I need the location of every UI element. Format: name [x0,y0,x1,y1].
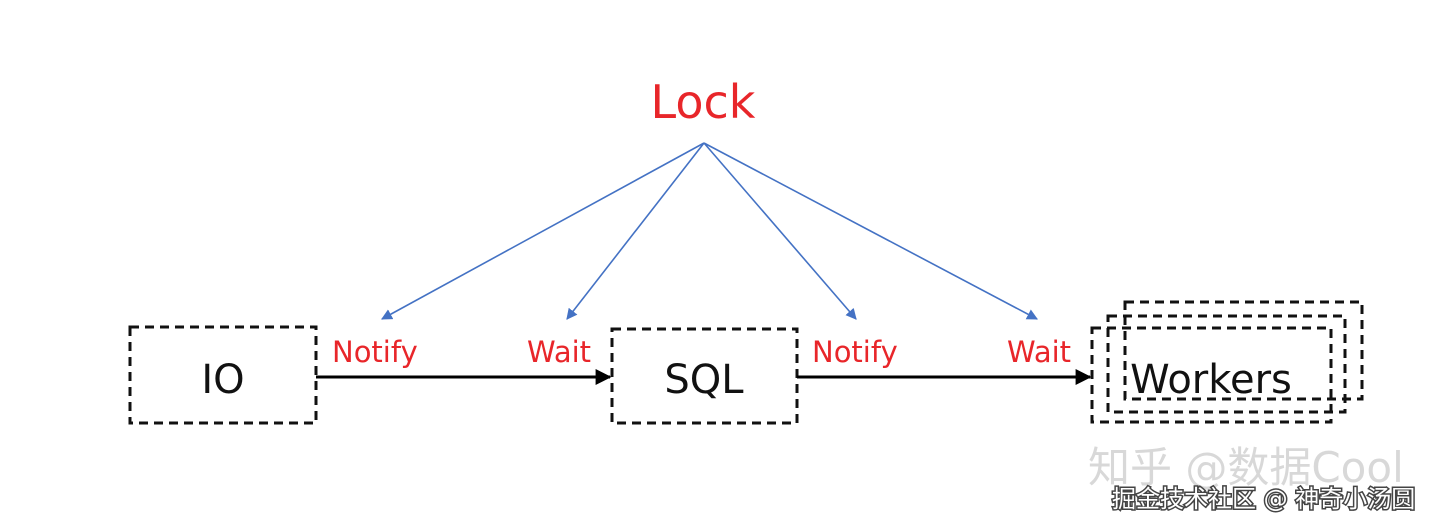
juejin-watermark: 掘金技术社区 @ 神奇小汤圆 [1112,485,1415,513]
workers-node-box-front [1090,326,1333,424]
lock-to-sql-wait-arrow [566,142,705,320]
lock-to-workers-wait-arrow [703,142,1038,320]
workers-node-label: Workers [1130,357,1292,403]
lock-label: Lock [651,75,756,129]
io-notify-label: Notify [332,335,418,369]
workers-wait-label: Wait [1007,335,1071,369]
sql-notify-label: Notify [812,335,898,369]
io-node-box [128,325,318,425]
workers-node-box-middle [1106,314,1347,414]
sql-wait-label: Wait [527,335,591,369]
lock-to-sql-notify-arrow [703,142,857,320]
lock-to-io-notify-arrow [381,142,705,320]
sql-node-label: SQL [664,357,744,403]
workers-node-box-back [1123,300,1364,401]
io-node-label: IO [201,357,244,403]
zhihu-watermark: 知乎 @数据Cool [1088,443,1404,492]
